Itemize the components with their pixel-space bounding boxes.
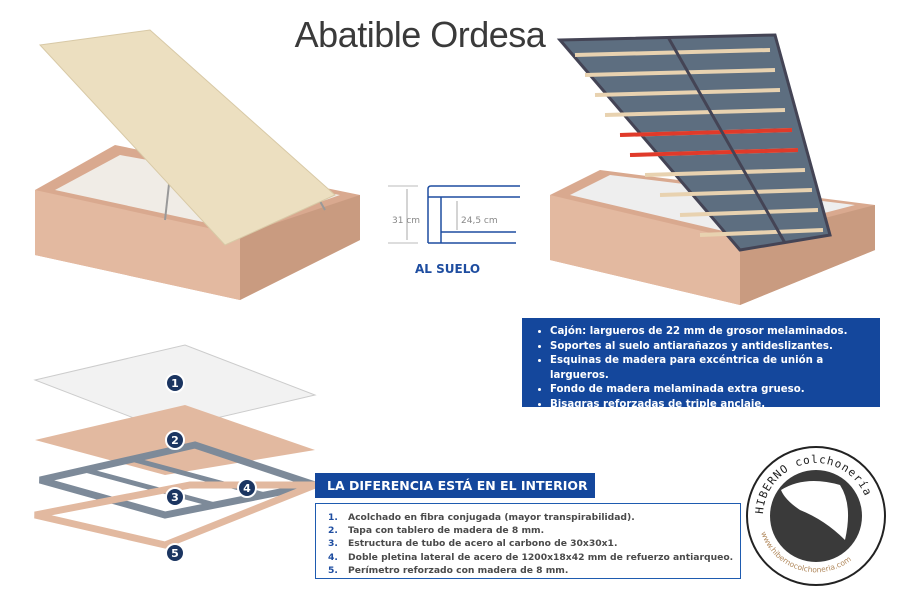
part-item: 5. Perímetro reforzado con madera de 8 mm… <box>328 564 740 577</box>
feature-item: Esquinas de madera para excéntrica de un… <box>550 354 880 383</box>
layer-marker-3: 3 <box>171 491 179 504</box>
page-title: Abatible Ordesa <box>294 14 546 55</box>
part-item: 1. Acolchado en fibra conjugada (mayor tr… <box>328 511 740 524</box>
layer-markers: 1 2 3 4 5 <box>165 373 257 563</box>
part-item: 4. Doble pletina lateral de acero de 1200… <box>328 551 740 564</box>
part-number: 2. <box>328 525 338 537</box>
hiberno-logo: HIBERNO colchonería www.hibernocolchoner… <box>746 446 886 586</box>
part-item: 2. Tapa con tablero de madera de 8 mm. <box>328 524 740 537</box>
layer-marker-2: 2 <box>171 434 179 447</box>
layer-marker-1: 1 <box>171 377 179 390</box>
part-text: Doble pletina lateral de acero de 1200x1… <box>348 551 734 563</box>
canape-bed-slatted-lid-image <box>550 33 875 305</box>
feature-item: Fondo de madera melaminada extra grueso. <box>550 383 880 398</box>
height-dimension-diagram <box>388 185 520 244</box>
part-number: 5. <box>328 564 338 576</box>
part-number: 1. <box>328 512 338 523</box>
part-item: 3. Estructura de tubo de acero al carbono… <box>328 537 740 550</box>
feature-item: Bisagras reforzadas de triple anclaje. <box>550 398 880 413</box>
features-list-box: Cajón: largueros de 22 mm de grosor mela… <box>522 318 880 410</box>
part-text: Estructura de tubo de acero al carbono d… <box>348 538 618 550</box>
difference-header: LA DIFERENCIA ESTÁ EN EL INTERIOR <box>315 473 595 498</box>
part-text: Tapa con tablero de madera de 8 mm. <box>348 525 545 537</box>
canape-bed-fabric-lid-image <box>35 29 360 300</box>
al-suelo-label: AL SUELO <box>415 262 481 276</box>
parts-list-box: 1. Acolchado en fibra conjugada (mayor tr… <box>315 503 741 579</box>
part-text: Acolchado en fibra conjugada (mayor tran… <box>348 512 635 523</box>
layer-marker-4: 4 <box>243 482 251 495</box>
layer-marker-5: 5 <box>171 547 179 560</box>
feature-item: Cajón: largueros de 22 mm de grosor mela… <box>550 325 880 340</box>
feature-item: Soportes al suelo antiarañazos y antides… <box>550 340 880 355</box>
part-number: 3. <box>328 538 338 550</box>
part-number: 4. <box>328 551 338 563</box>
outer-height-label: 31 cm <box>392 216 421 226</box>
inner-height-label: 24,5 cm <box>461 216 498 226</box>
part-text: Perímetro reforzado con madera de 8 mm. <box>348 564 569 576</box>
